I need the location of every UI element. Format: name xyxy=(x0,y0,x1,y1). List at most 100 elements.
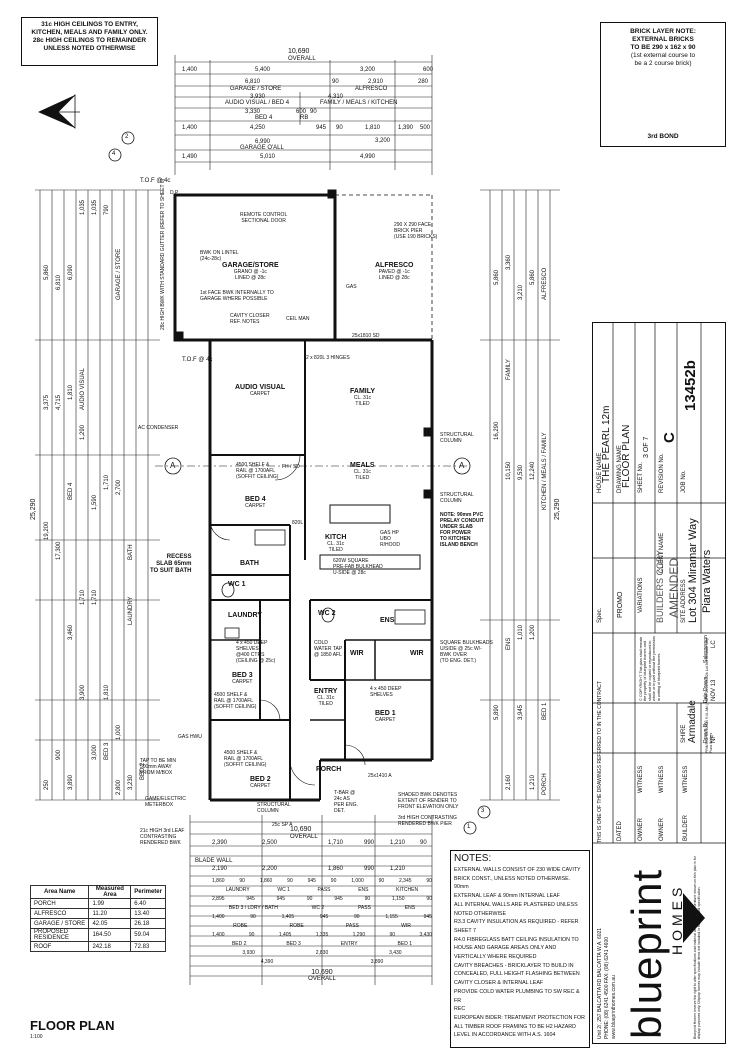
dim: 4,715 xyxy=(56,394,62,410)
dim: 1,710 xyxy=(92,589,98,605)
dim-label: ALFRESCO xyxy=(542,267,548,300)
note-line: METERBOX xyxy=(145,802,174,808)
note-line: TO SUIT BATH xyxy=(150,568,192,574)
dim: 2,190 xyxy=(212,866,228,872)
dim: 790 xyxy=(104,204,110,215)
ceiling-note-line: KITCHEN, MEALS AND FAMILY ONLY. xyxy=(31,29,148,36)
brick-note-line: EXTERNAL BRICKS xyxy=(632,36,694,43)
dim-label: BED 2 xyxy=(231,941,247,947)
note-line: 4500 SHELF & xyxy=(224,750,258,756)
dim: 945 xyxy=(334,896,343,902)
dim: 3,890 xyxy=(370,959,384,965)
dim: 1,710 xyxy=(328,840,344,846)
note-line: 620W SQUARE xyxy=(333,558,369,564)
room-sub: LINED @ 28c xyxy=(235,275,266,281)
room-sub: CL. 31c xyxy=(353,395,372,401)
room-sub: GRANO @ -1c xyxy=(233,269,267,275)
dim: 1,210 xyxy=(390,866,406,872)
dim: 3,945 xyxy=(518,704,524,720)
dim: 3,890 xyxy=(68,774,74,790)
side-wall-note: 28c HIGH BWK WITH STANDARD GUTTER (REFER… xyxy=(160,178,166,330)
printed-note: PRINTED: 20/1/2014 9:41 AM | PATH: 2014\… xyxy=(705,637,713,753)
blueprint-logo-icon xyxy=(683,893,705,943)
revision: C xyxy=(661,432,678,443)
dim-label: BED 4 xyxy=(68,482,74,500)
note-line: SLAB 65mm xyxy=(156,561,192,567)
house-name: THE PEARL 12m xyxy=(601,405,612,483)
cell: 242.18 xyxy=(88,941,132,952)
dim: 3,200 xyxy=(375,138,391,144)
note-line: UBO xyxy=(380,536,391,542)
room-name: AUDIO VISUAL xyxy=(235,384,286,391)
dim-label: ENTRY xyxy=(340,941,358,947)
cell: 59.04 xyxy=(130,928,166,942)
dim: 5,890 xyxy=(494,704,500,720)
dim: 1,400 xyxy=(212,914,225,920)
dim: 3,360 xyxy=(506,254,512,270)
note-line: ALL TIMBER ROOF FRAMING TO BE H2 HAZARD xyxy=(454,1023,576,1030)
note-line: RAIL @ 1700AFL xyxy=(214,698,254,704)
dim-label: ENS xyxy=(358,887,369,893)
note-line: EXTERNAL WALLS CONSIST OF 230 WIDE CAVIT… xyxy=(454,867,581,873)
title-field: DATED xyxy=(617,821,623,841)
dim: 6,810 xyxy=(56,274,62,290)
site-address: Lot 304 Miramar Way xyxy=(687,518,699,623)
dim: 3,330 xyxy=(245,109,261,115)
dim-label: LAUNDRY xyxy=(225,887,250,893)
dim: 90 xyxy=(287,878,293,884)
dim-label: ENS xyxy=(506,637,512,650)
note-line: FRONT ELEVATION ONLY xyxy=(398,804,459,810)
dim: 1,810 xyxy=(68,384,74,400)
dim: 1,010 xyxy=(518,624,524,640)
brick-note-line: BRICK LAYER NOTE: xyxy=(630,28,696,35)
note-line: LEVEL IN ACCORDANCE WITH A.S. 1604 xyxy=(454,1032,556,1039)
dim: 990 xyxy=(364,866,375,872)
cell: 1.99 xyxy=(88,898,132,909)
dim: 90 xyxy=(389,932,396,938)
dim: 6,810 xyxy=(245,79,261,85)
dim: 2,700 xyxy=(116,479,122,495)
dim-label: BED 3 xyxy=(104,742,110,760)
room-wir: WIR xyxy=(350,650,364,657)
room-sub: CARPET xyxy=(249,391,271,397)
dim: 1,000 xyxy=(116,724,122,740)
note-line: SHELVES xyxy=(370,692,393,698)
dim: 945 xyxy=(246,896,255,902)
note-line: 290 X 290 FACE xyxy=(394,222,432,228)
room-name: FAMILY xyxy=(350,388,376,395)
room-name: BED 3 xyxy=(232,672,253,679)
dim: 1,290 xyxy=(352,932,366,938)
dim: 1,290 xyxy=(80,424,86,440)
cell: PROPOSED RESIDENCE xyxy=(29,928,90,942)
note-line: @400 CTRS xyxy=(236,652,265,658)
note-line: EXTERNAL LEAF & 90mm INTERNAL LEAF xyxy=(454,893,560,900)
room-sub: CARPET xyxy=(232,679,253,685)
title-field: OWNER xyxy=(659,818,665,841)
dim: 90 xyxy=(239,878,245,884)
note-line: REMOTE CONTROL xyxy=(240,212,288,218)
title-field: REVISION No. xyxy=(659,453,665,493)
note-line: REF. NOTES xyxy=(230,319,260,325)
dim: 90 xyxy=(330,878,337,884)
note-line: (TO ENG. DET.) xyxy=(440,658,477,664)
dim: 1,810 xyxy=(365,125,381,131)
dim: 6,990 xyxy=(255,139,271,145)
note-line: (CEILING @ 25c) xyxy=(236,658,276,664)
dim-label: FAMILY / MEALS / KITCHEN xyxy=(320,100,398,106)
note-line: U-SIDE @ 28c xyxy=(333,570,366,576)
porch-door-note: 25x1410 A xyxy=(368,773,392,779)
dim: 2,200 xyxy=(262,866,278,872)
